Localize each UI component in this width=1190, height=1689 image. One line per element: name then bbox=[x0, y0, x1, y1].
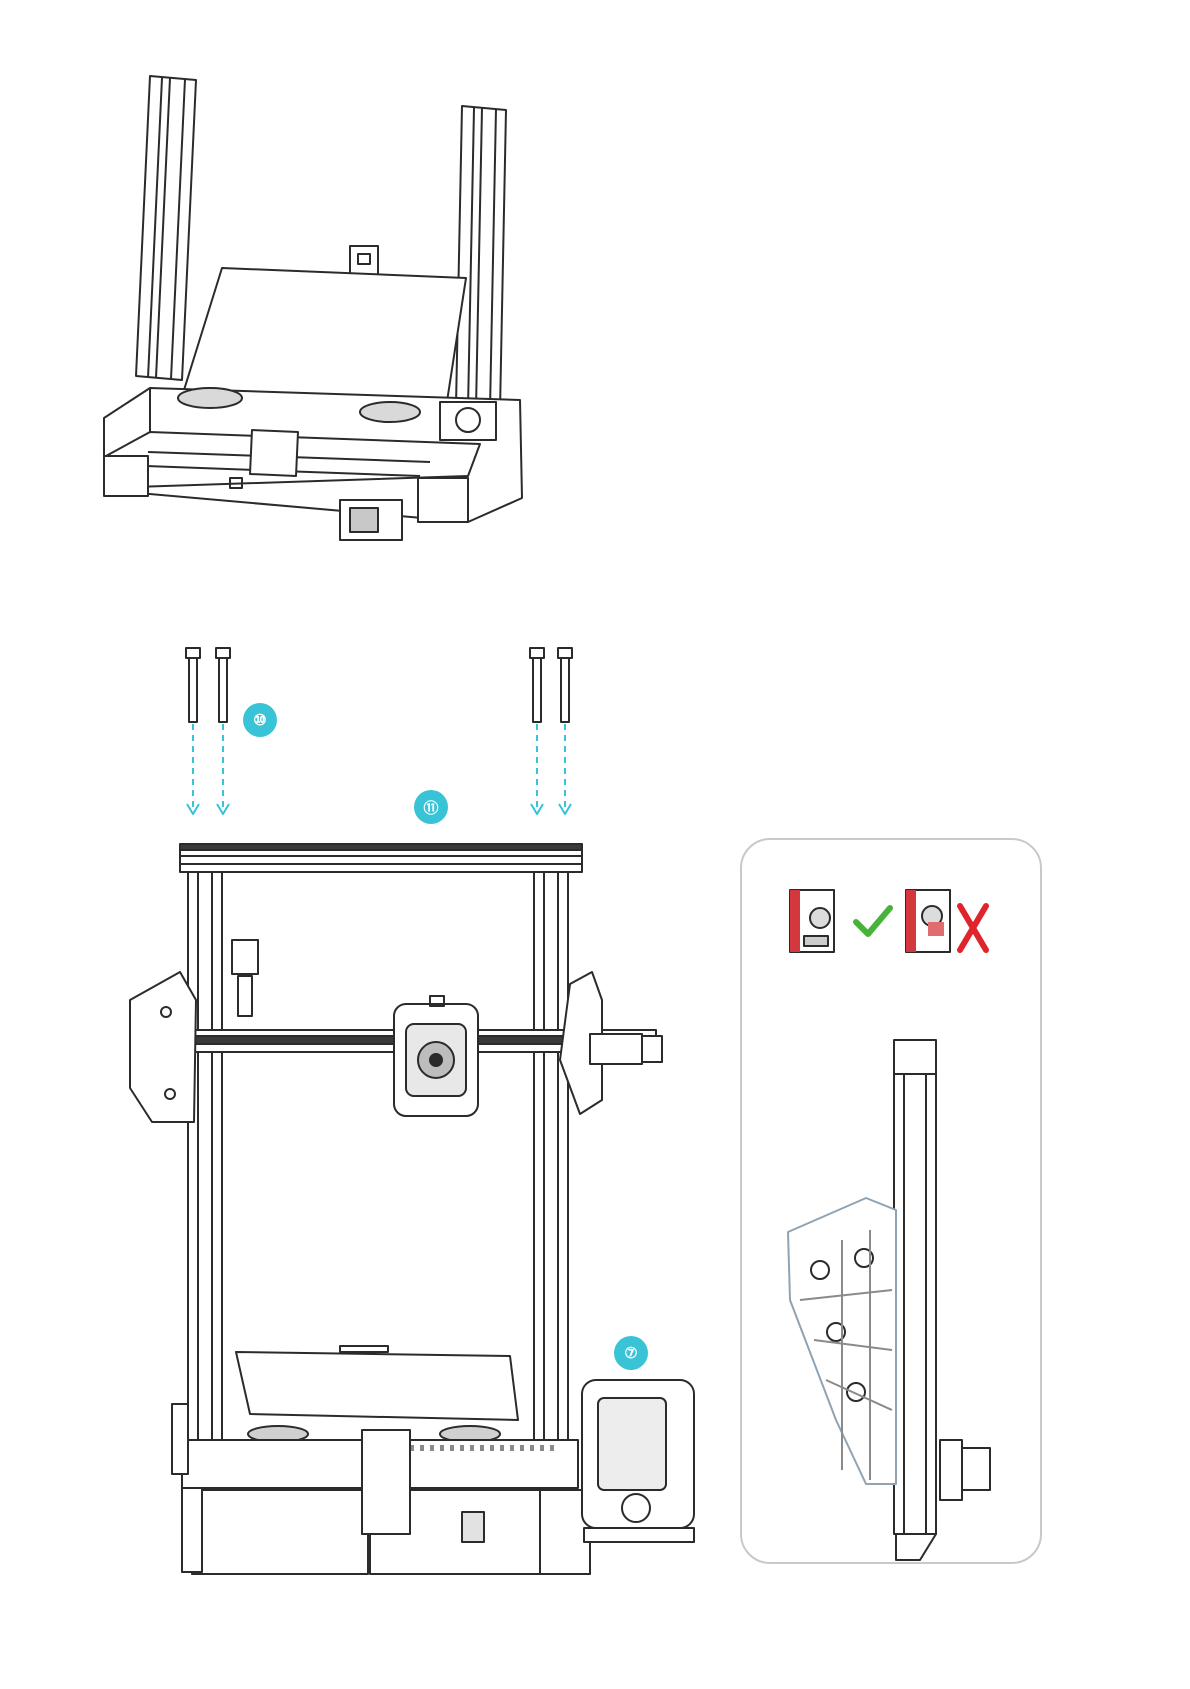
top-gantry-profile bbox=[180, 844, 582, 872]
callout-gantry: ⑪ bbox=[414, 790, 448, 824]
callout-display: ⑦ bbox=[614, 1336, 648, 1370]
printer-base bbox=[172, 1346, 590, 1574]
display-unit-drawing bbox=[582, 1380, 694, 1542]
screw-group-left bbox=[186, 648, 230, 814]
base-with-uprights-drawing bbox=[104, 76, 522, 540]
detail-inset-frame bbox=[740, 838, 1042, 1564]
screw-group-right bbox=[530, 648, 572, 814]
callout-screws: ⑩ bbox=[243, 703, 277, 737]
